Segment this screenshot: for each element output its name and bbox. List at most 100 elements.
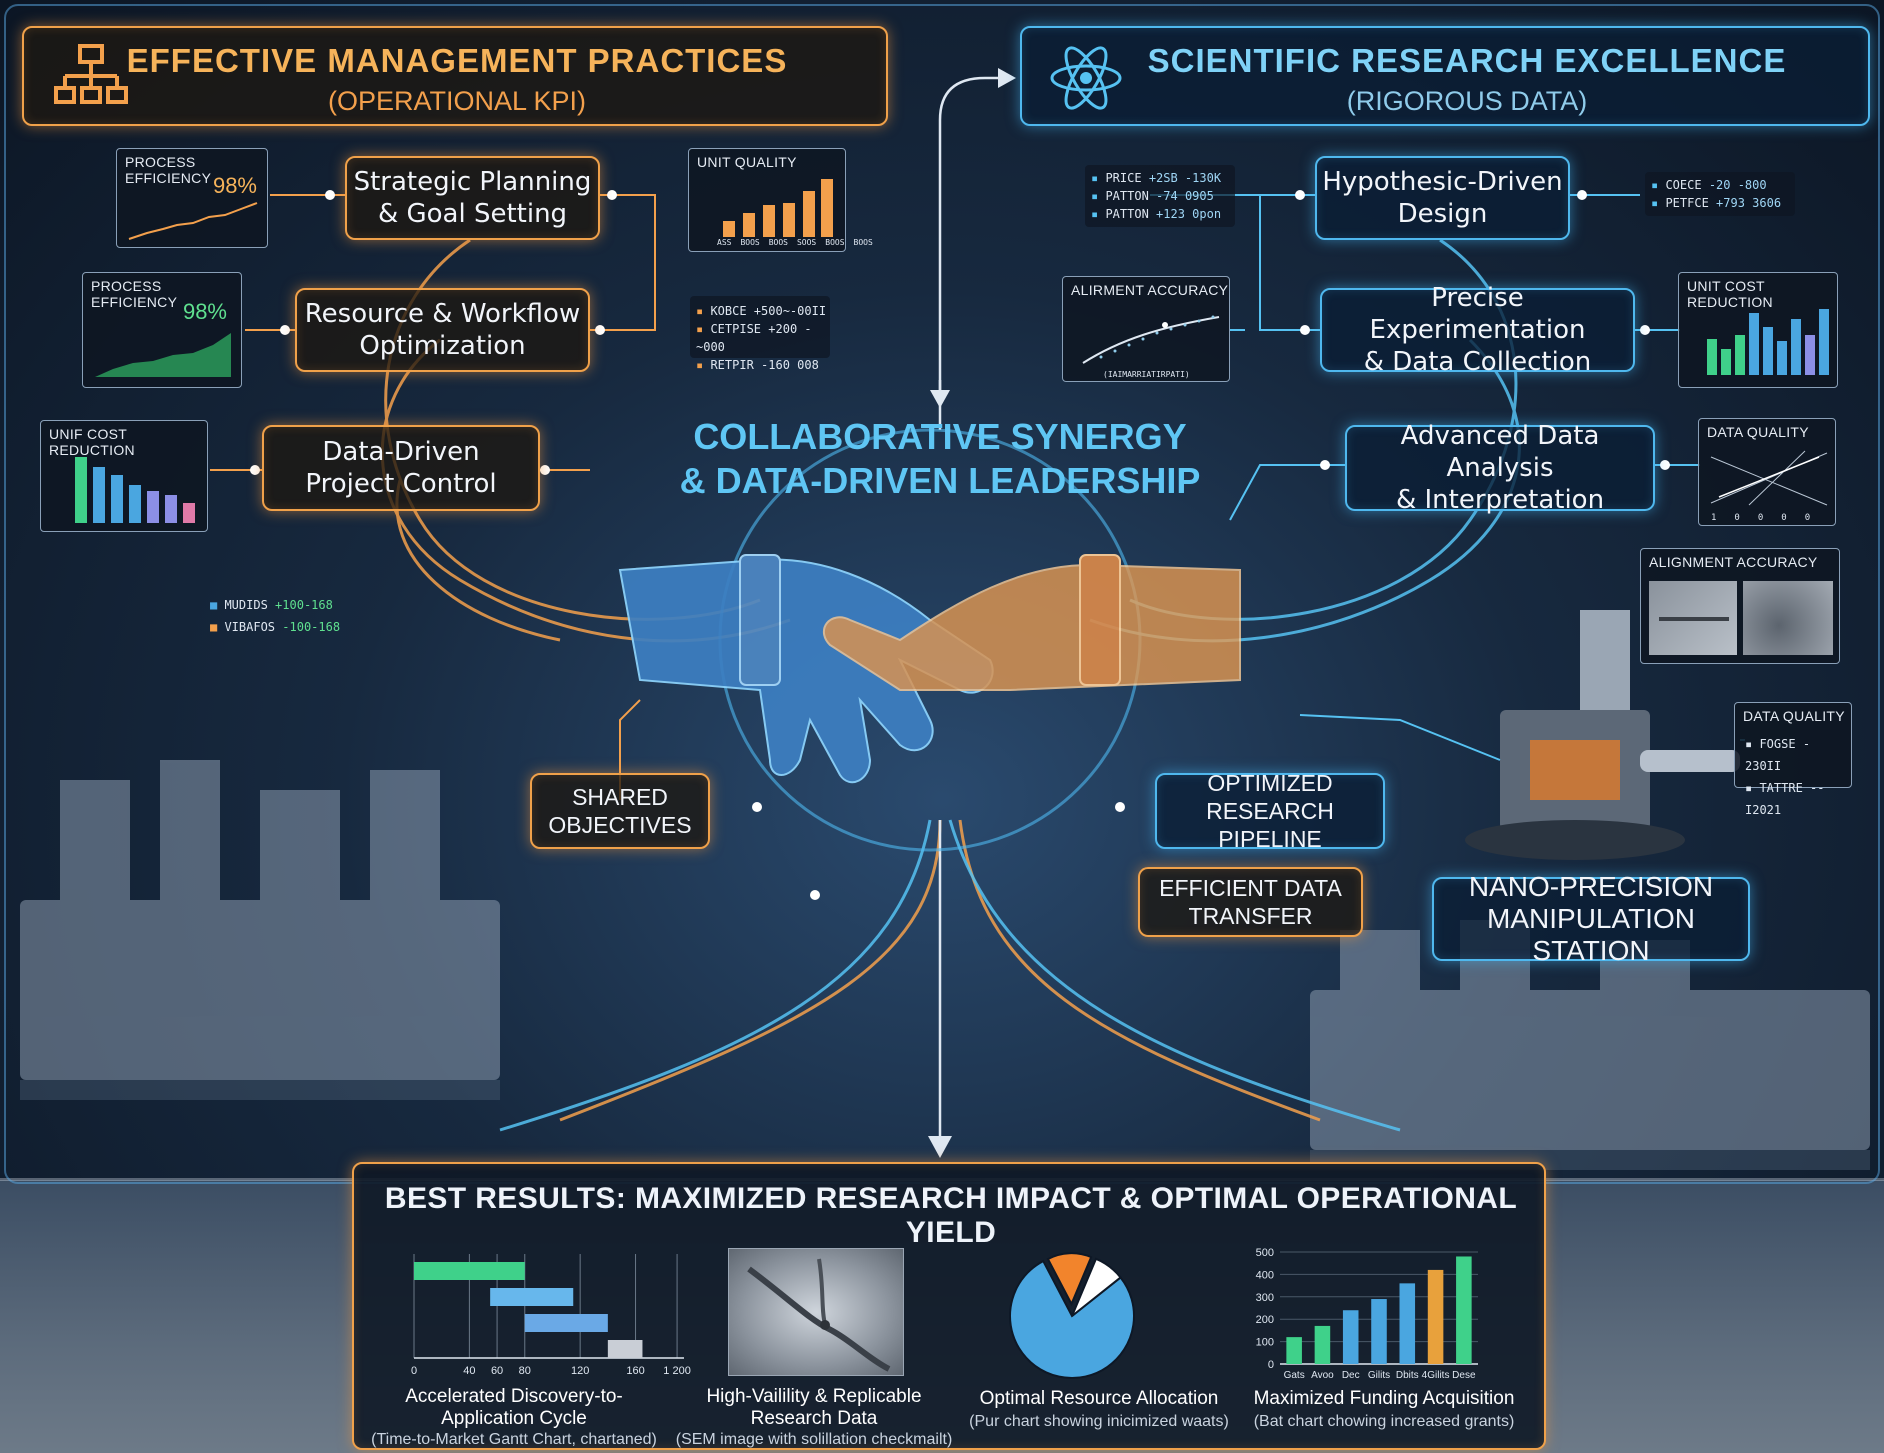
readout-row: ▪ FOGSE - 230II [1745, 737, 1811, 773]
research-subtitle: (RIGOROUS DATA) [1346, 86, 1588, 116]
node-label-line1: Strategic Planning [353, 167, 592, 197]
bar-y-tick-label: 400 [1256, 1269, 1274, 1281]
bar-x-tick-label: Dbits [1396, 1370, 1419, 1381]
alignment-scatter [1082, 315, 1220, 364]
node-strategic-planning[interactable]: Strategic Planning & Goal Setting [345, 156, 600, 240]
node-precise-experimentation[interactable]: Precise Experimentation & Data Collectio… [1320, 283, 1635, 377]
kpi-unit-cost-left: UNIF COST REDUCTION [40, 420, 208, 532]
readout-row: ▪ TATTRE --I2021 [1745, 781, 1825, 817]
sem-image [728, 1248, 904, 1376]
callout-line2: OBJECTIVES [548, 812, 692, 838]
center-title-line1: COLLABORATIVE SYNERGY [693, 416, 1187, 457]
readout-row: ▪ CETPISE +200 -~000 [696, 322, 812, 354]
research-title: SCIENTIFIC RESEARCH EXCELLENCE [1147, 42, 1787, 79]
results-caption-4: Maximized Funding Acquisition [1253, 1388, 1515, 1409]
mini-value: 98% [212, 173, 257, 198]
kpi-readout-1: ▪ KOBCE +500~-00II ▪ CETPISE +200 -~000 … [690, 296, 830, 372]
node-data-analysis[interactable]: Advanced Data Analysis & Interpretation [1345, 421, 1655, 515]
callout-line1: SHARED [572, 784, 668, 810]
bar-y-tick-label: 300 [1256, 1292, 1274, 1304]
callout-nano-station[interactable]: NANO-PRECISION MANIPULATION STATION [1432, 871, 1750, 966]
unit-quality-bars [723, 179, 833, 237]
results-note-2: (SEM image with solillation checkmailt) [675, 1431, 953, 1448]
node-label-line1: Precise Experimentation [1369, 283, 1586, 345]
best-results-panel: BEST RESULTS: MAXIMIZED RESEARCH IMPACT … [352, 1162, 1546, 1450]
bar-y-tick-label: 100 [1256, 1337, 1274, 1349]
node-hypothesis-design[interactable]: Hypothesic-Driven Design [1315, 156, 1570, 240]
management-subtitle: (OPERATIONAL KPI) [327, 86, 587, 116]
node-project-control[interactable]: Data-Driven Project Control [262, 425, 540, 511]
funding-bar [1286, 1337, 1302, 1364]
callout-line2: MANIPULATION STATION [1487, 903, 1695, 966]
bar-y-tick-label: 0 [1268, 1359, 1274, 1371]
gantt-tick-label: 80 [519, 1365, 531, 1377]
kpi-readout-2: ■ MUDIDS +100-168 ■ VIBAFOS -100-168 [210, 594, 340, 638]
funding-bar [1399, 1283, 1416, 1364]
bar-x-tick-label: Avoo [1311, 1370, 1334, 1381]
readout-row: ▪ KOBCE +500~-00II [696, 304, 827, 318]
readout-row: ▪ PRICE +2SB -130K [1091, 171, 1222, 185]
funding-bar [1371, 1299, 1387, 1364]
gantt-tick-label: 1 200 [663, 1365, 691, 1377]
readout-row: ▪ PATTON +123 0pon [1091, 207, 1222, 221]
atom-icon [1050, 46, 1122, 110]
callout-data-transfer[interactable]: EFFICIENT DATA TRANSFER [1138, 867, 1363, 937]
gantt-tick-label: 0 [411, 1365, 417, 1377]
funding-bar [1342, 1310, 1359, 1364]
gantt-bar [490, 1288, 574, 1306]
node-label-line2: & Goal Setting [377, 199, 568, 229]
area-sparkline [95, 333, 231, 377]
pie-slice [1046, 1252, 1093, 1307]
callout-shared-objectives[interactable]: SHARED OBJECTIVES [530, 773, 710, 849]
gantt-bar [414, 1262, 525, 1280]
node-label-line2: Optimization [359, 331, 526, 361]
bar-x-tick-label: Dec [1342, 1370, 1360, 1381]
gantt-tick-label: 120 [571, 1365, 589, 1377]
mini-title: UNIT QUALITY [697, 154, 797, 170]
funding-bar [1314, 1325, 1331, 1364]
callout-research-pipeline[interactable]: OPTIMIZED RESEARCH PIPELINE [1155, 770, 1385, 852]
callout-line2: RESEARCH PIPELINE [1206, 798, 1334, 852]
mini-title: UNIF COST REDUCTION [49, 426, 135, 458]
gantt-bar [607, 1340, 643, 1358]
cost-bars-left [75, 457, 195, 523]
kpi-process-efficiency-2: PROCESS EFFICIENCY 98% [82, 272, 242, 388]
kpi-process-efficiency-1: PROCESS EFFICIENCY 98% [116, 148, 268, 248]
center-title: COLLABORATIVE SYNERGY & DATA-DRIVEN LEAD… [640, 415, 1240, 503]
org-chart-icon [54, 44, 128, 104]
gantt-bar [524, 1314, 608, 1332]
node-label-line2: & Interpretation [1395, 485, 1605, 515]
callout-line1: EFFICIENT DATA [1159, 875, 1342, 901]
callout-line1: OPTIMIZED [1207, 770, 1333, 796]
node-label-line2: Project Control [305, 469, 497, 499]
results-note-1: (Time-to-Market Gantt Chart, chartaned) [371, 1431, 657, 1448]
readout-row: ▪ PATTON -74 0905 [1091, 189, 1214, 203]
kpi-alignment-accuracy-1: ALIRMENT ACCURACY (IAIMARRIATIRPATI) [1062, 276, 1230, 382]
line-sparkline [128, 202, 258, 240]
pie-slice [1071, 1257, 1122, 1317]
data-quality-plot [1710, 450, 1828, 506]
results-caption-2: High-Vailility & Replicable Research Dat… [706, 1386, 922, 1429]
center-title-line2: & DATA-DRIVEN LEADERSHIP [679, 460, 1201, 501]
bar-x-tick-label: Dese [1452, 1370, 1476, 1381]
node-resource-workflow[interactable]: Resource & Workflow Optimization [295, 288, 590, 372]
bar-y-tick-label: 200 [1256, 1314, 1274, 1326]
mini-title: PROCESS EFFICIENCY [125, 154, 212, 186]
node-label-line1: Advanced Data Analysis [1400, 421, 1600, 483]
kpi-unit-cost-right: UNIT COST REDUCTION [1678, 272, 1838, 388]
kpi-alignment-accuracy-2: ALIGNMENT ACCURACY [1640, 548, 1840, 664]
sem-fiber [747, 1258, 891, 1372]
kpi-readout-4: ▪ COECE -20 -800 ▪ PETFCE +793 3606 [1645, 172, 1795, 216]
readout-row: ■ VIBAFOS -100-168 [210, 620, 341, 634]
results-caption-1: Accelerated Discovery-to- Application Cy… [405, 1386, 623, 1429]
pie-chart [1009, 1252, 1135, 1379]
node-label-line2: & Data Collection [1363, 347, 1592, 377]
funding-bar [1427, 1269, 1444, 1364]
callout-line1: NANO-PRECISION [1468, 871, 1714, 902]
bar-x-tick-label: Gats [1284, 1370, 1305, 1381]
readout-row: ▪ RETPIR -160 008 [696, 358, 819, 372]
